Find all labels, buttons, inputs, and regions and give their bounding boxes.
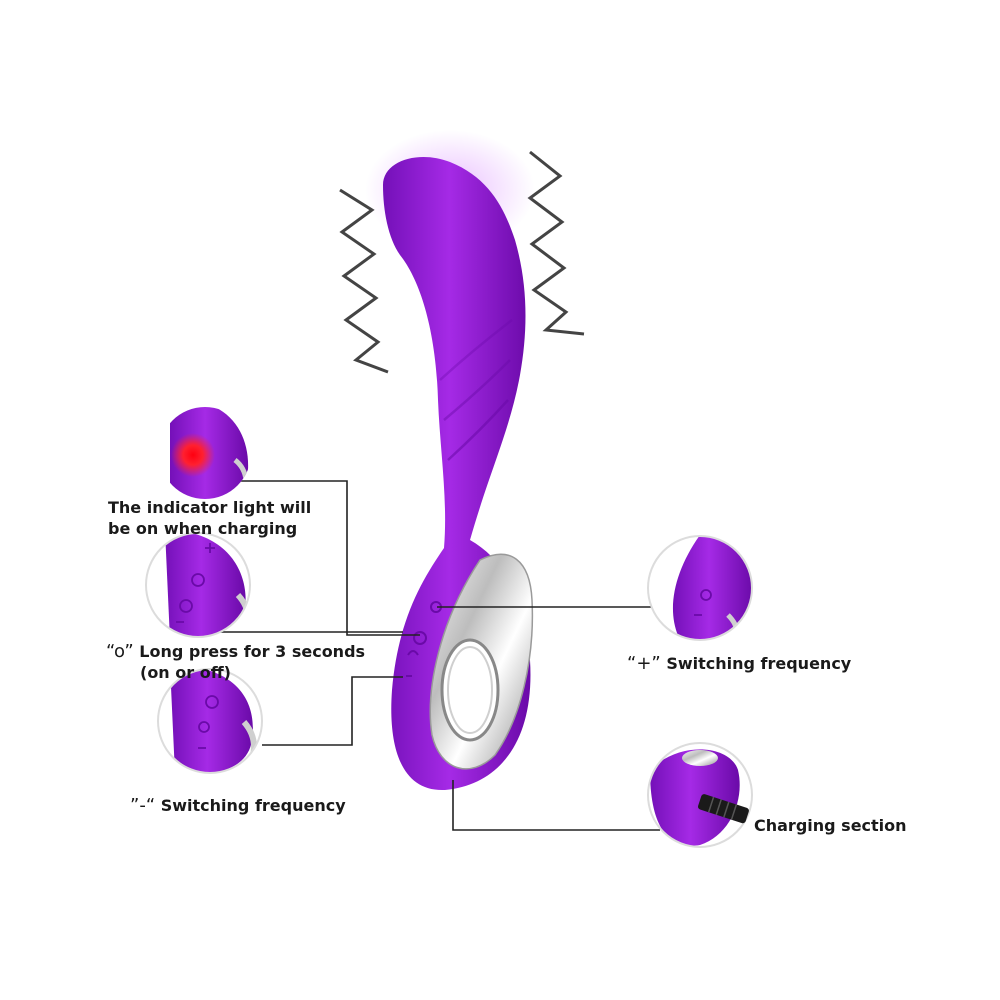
- minus-button-caption: ”-“ Switching frequency: [130, 795, 346, 816]
- power-button-caption: “o” Long press for 3 seconds (on or off): [106, 641, 365, 683]
- indicator-caption-line2: be on when charging: [108, 519, 298, 538]
- zoom-power-button: [145, 532, 251, 638]
- dc-plug-icon: [697, 794, 749, 824]
- charging-section-caption: Charging section: [754, 816, 907, 835]
- zoom-minus-button: [157, 668, 263, 774]
- red-led-icon: [171, 433, 215, 477]
- plus-button-caption: “+” Switching frequency: [627, 653, 851, 674]
- indicator-light-caption: The indicator light will be on when char…: [108, 497, 311, 539]
- vibration-left-icon: [339, 188, 389, 374]
- zoom-plus-button: [647, 535, 753, 641]
- indicator-caption-line1: The indicator light will: [108, 498, 312, 517]
- minus-caption-text: Switching frequency: [160, 796, 346, 815]
- power-caption-line1: Long press for 3 seconds: [139, 642, 366, 661]
- minus-key-symbol: ”-“: [130, 795, 156, 816]
- zoom-charging-port: [647, 742, 753, 848]
- power-key-symbol: “o”: [106, 641, 134, 662]
- vibration-right-icon: [527, 150, 585, 336]
- leader-lines: [218, 480, 660, 831]
- plus-key-symbol: “+”: [627, 653, 661, 674]
- power-caption-line2: (on or off): [140, 663, 231, 682]
- plus-caption-text: Switching frequency: [666, 654, 852, 673]
- zoom-indicator-light: [159, 407, 251, 499]
- handle-ring-hole: [440, 638, 500, 742]
